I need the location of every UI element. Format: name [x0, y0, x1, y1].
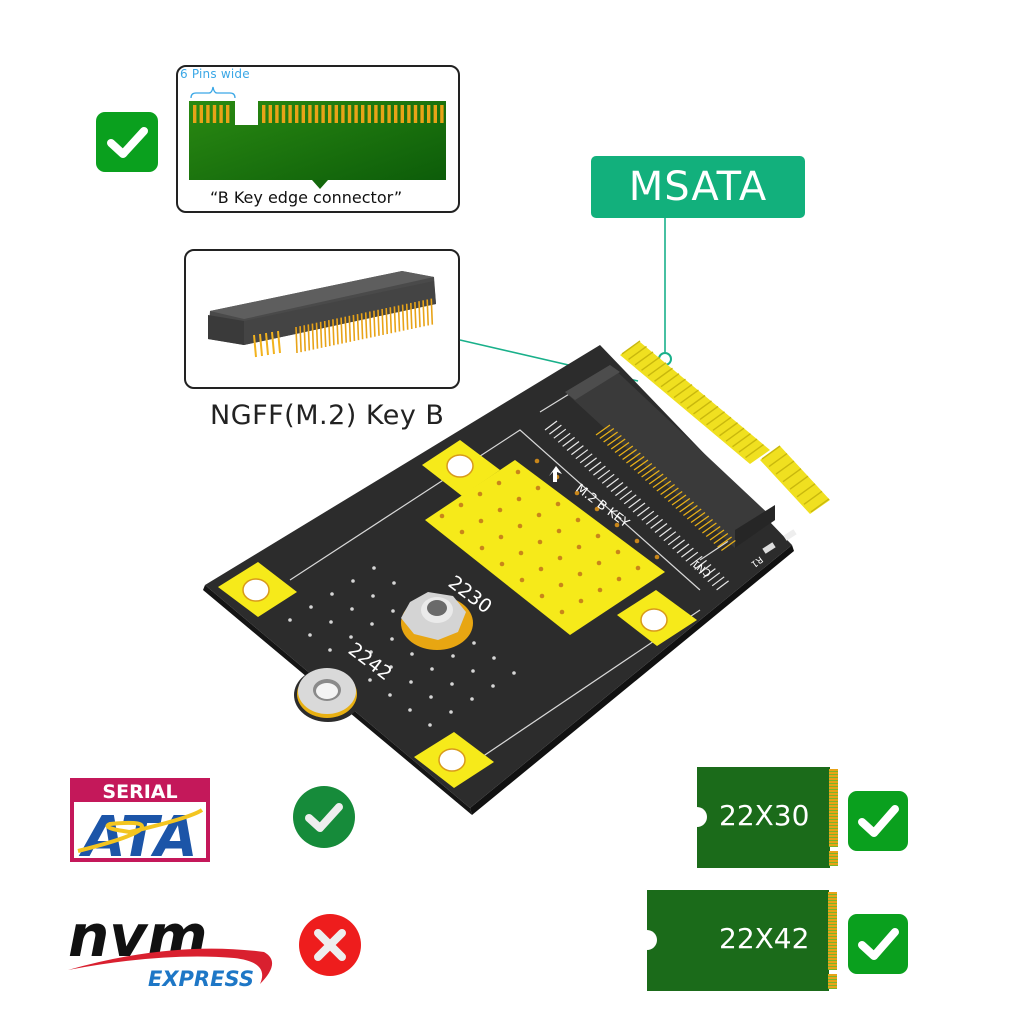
- gold-fingers: [829, 769, 838, 847]
- m2-key-b-socket: [565, 365, 775, 552]
- b-key-supported-check-icon: [96, 112, 158, 172]
- size-22x42-check-icon: [848, 914, 908, 974]
- ngff-connector-caption: NGFF(M.2) Key B: [210, 400, 445, 431]
- size-label: 22X30: [719, 799, 810, 832]
- ngff-m2-socket-illustration: [208, 271, 436, 358]
- d1-silkscreen: D1: [794, 534, 810, 550]
- msata-label: MSATA: [591, 156, 805, 218]
- size-label: 22X42: [719, 922, 810, 955]
- gold-fingers: [829, 851, 838, 866]
- gold-fingers: [828, 892, 837, 970]
- nvme-unsupported-x-circle-icon: [299, 914, 361, 976]
- card-notch: [687, 807, 707, 827]
- nvme-logo-top: nvm: [68, 912, 208, 970]
- pins-wide-label: 6 Pins wide: [180, 67, 250, 81]
- serial-ata-logo-top: SERIAL: [102, 781, 177, 803]
- nvme-logo-main: EXPRESS: [148, 967, 254, 991]
- msata-label-text: MSATA: [628, 164, 768, 210]
- size-22x30-check-icon: [848, 791, 908, 851]
- size-card-22x42: 22X42: [637, 890, 837, 991]
- b-key-edge-connector-caption: “B Key edge connector”: [210, 188, 403, 207]
- gold-fingers: [828, 974, 837, 989]
- serial-ata-logo: SERIAL ATA: [70, 778, 210, 862]
- b-key-edge-connector-illustration: [189, 86, 446, 189]
- sata-supported-check-circle-icon: [293, 786, 355, 848]
- size-card-22x30: 22X30: [687, 767, 838, 868]
- nvm-express-logo: nvm EXPRESS: [68, 912, 273, 991]
- copper-pad: [425, 460, 665, 635]
- card-notch: [637, 930, 657, 950]
- msata-gold-fingers: [620, 340, 830, 514]
- mounting-pads: [218, 440, 697, 788]
